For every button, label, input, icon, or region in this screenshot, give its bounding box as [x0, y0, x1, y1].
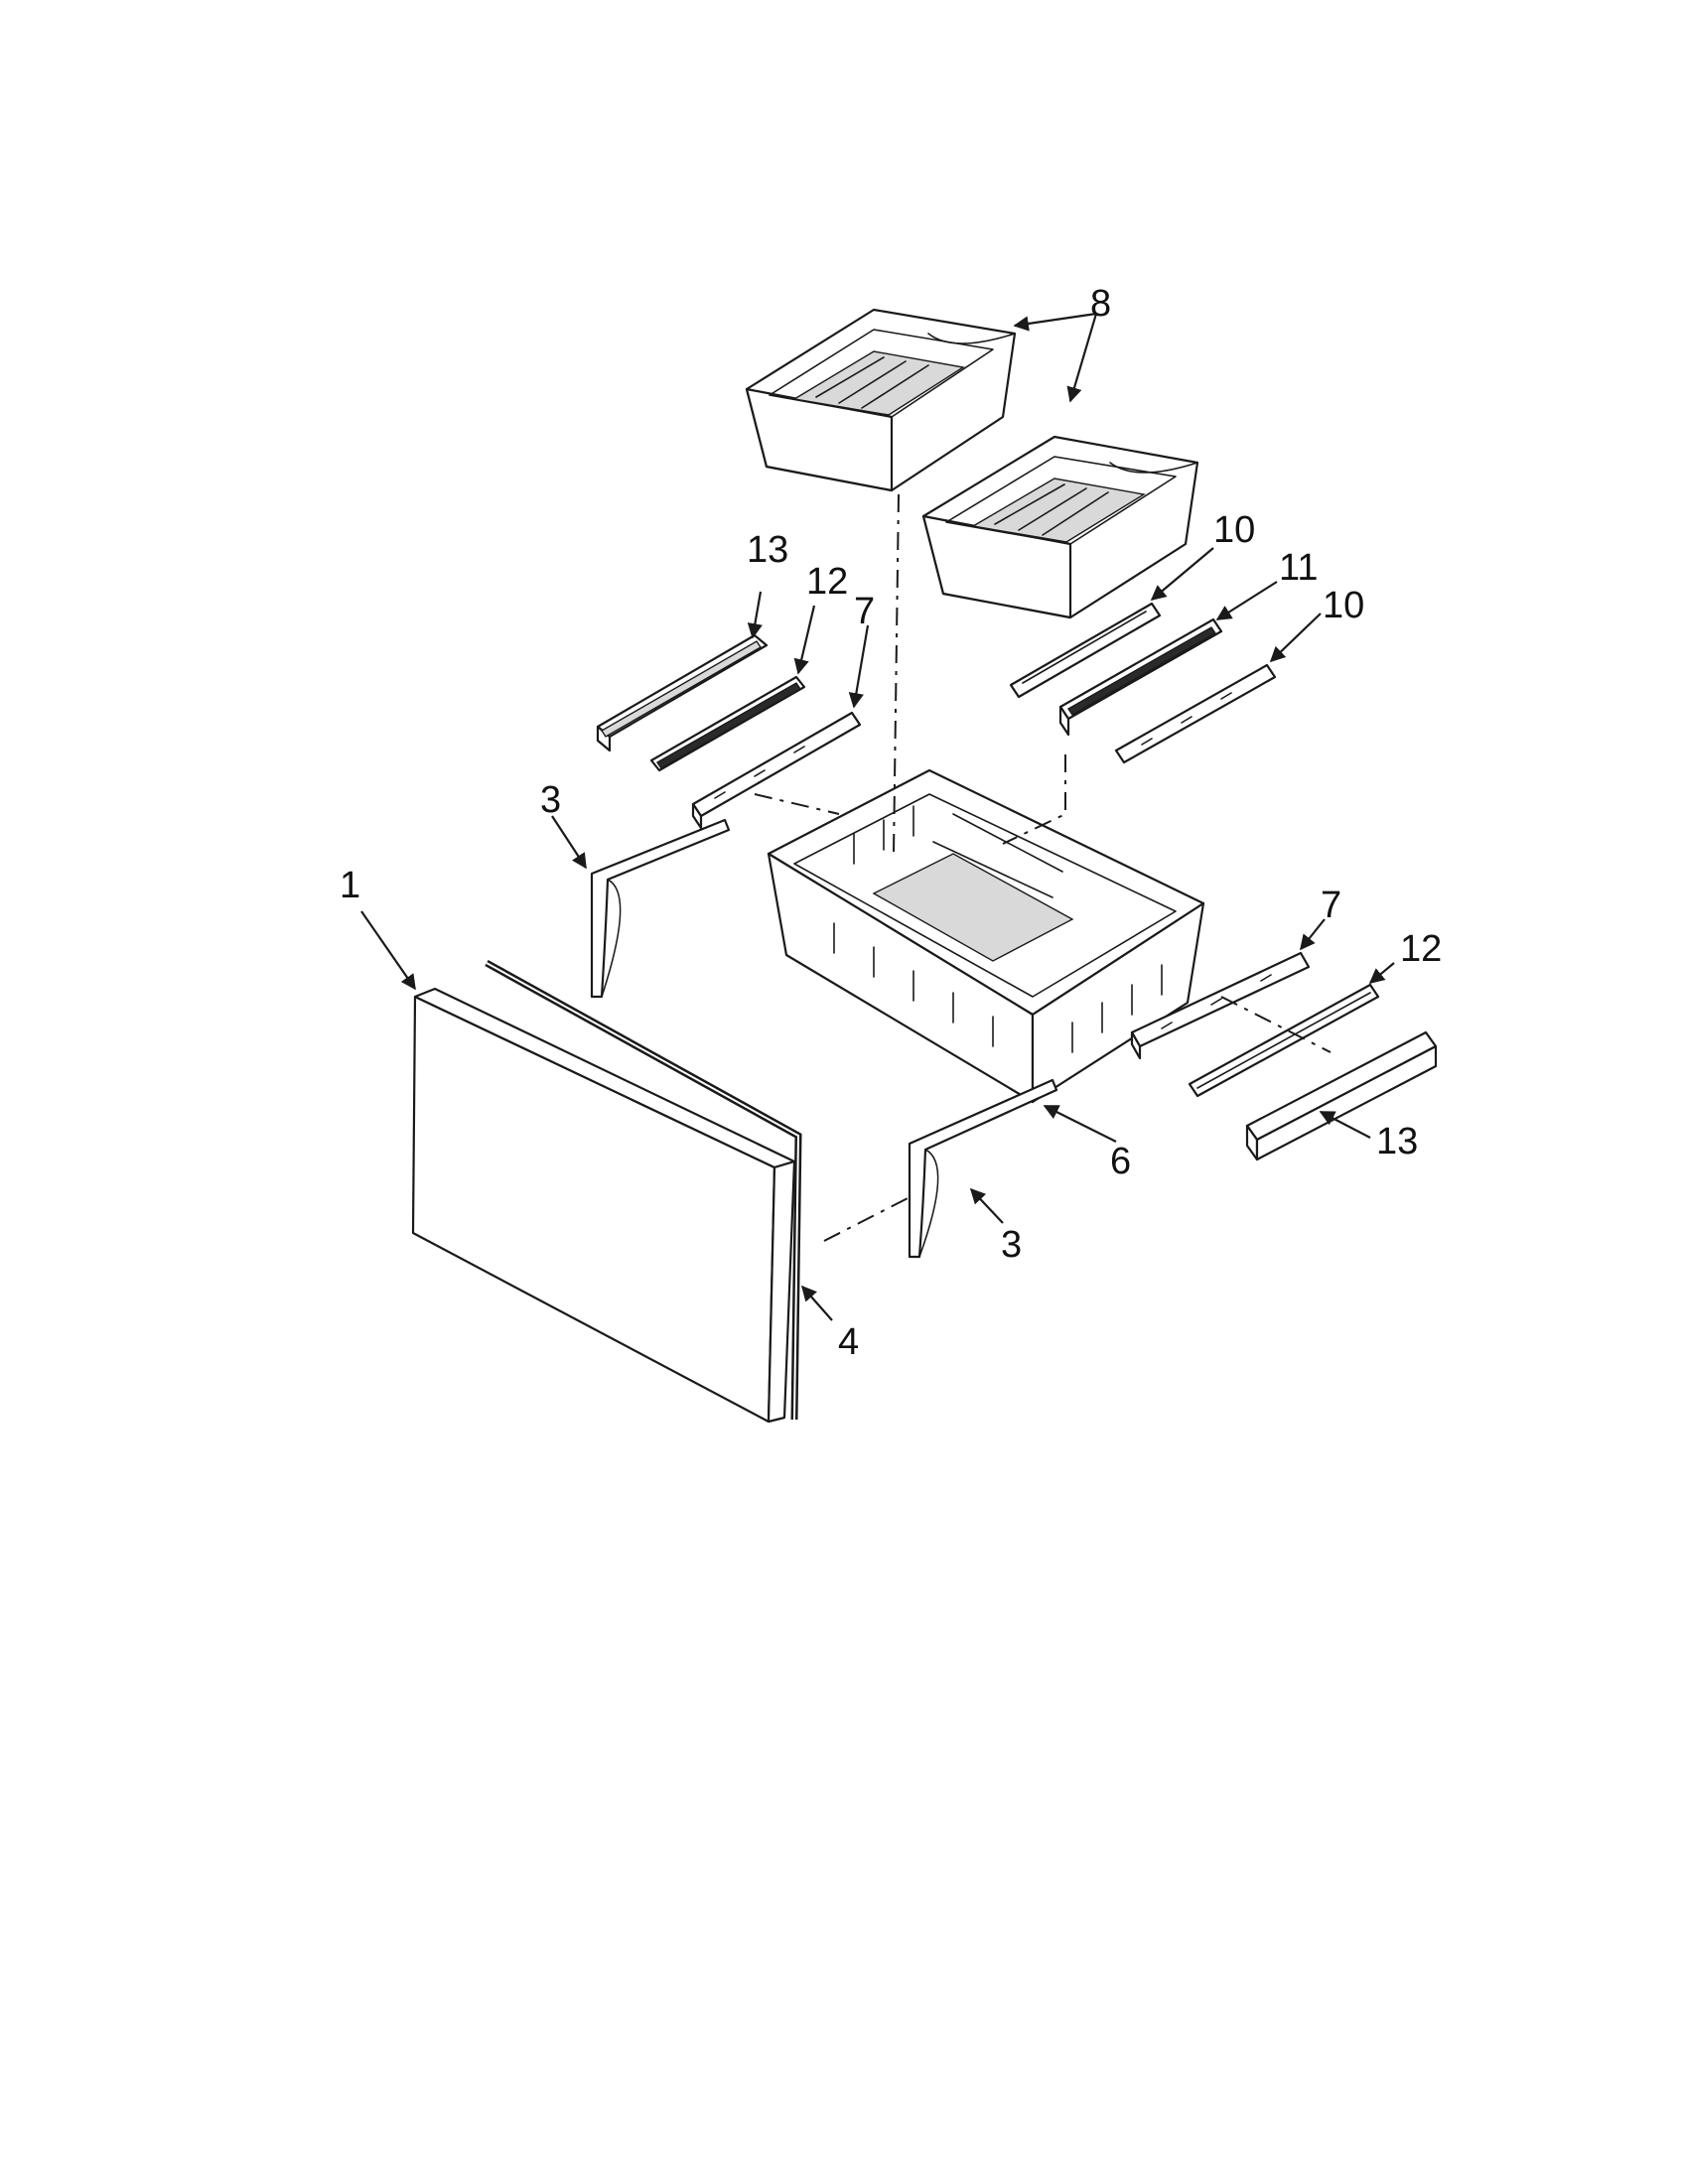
- callout-4: 4: [838, 1321, 859, 1363]
- gasket: [485, 959, 802, 1421]
- bracket-right: [908, 1078, 1058, 1259]
- callout-labels: 8 10 11 10 13 12 7 3 1 7 12 13 6 3 4: [340, 283, 1442, 1363]
- slide-left: [691, 711, 862, 830]
- callout-7-right: 7: [1321, 885, 1341, 926]
- cover-right: [1245, 1030, 1438, 1161]
- leader-lines: [360, 312, 1395, 1321]
- callout-3-right: 3: [1001, 1224, 1022, 1266]
- callout-13-right: 13: [1376, 1121, 1418, 1162]
- slide-right: [1130, 951, 1311, 1060]
- cover-left: [596, 633, 769, 752]
- assembly-lines: [754, 493, 1332, 1242]
- callout-12-left: 12: [806, 561, 848, 603]
- callout-1: 1: [340, 865, 360, 906]
- callout-7-left: 7: [854, 591, 875, 632]
- callout-8: 8: [1090, 283, 1111, 325]
- callout-11: 11: [1279, 547, 1318, 589]
- rail-right: [1188, 983, 1380, 1098]
- rail-center: [1058, 617, 1223, 737]
- basket: [767, 768, 1205, 1104]
- bracket-left: [590, 818, 731, 999]
- rail-right-upper: [1009, 602, 1162, 699]
- rail-left: [649, 675, 806, 772]
- callout-13-left: 13: [747, 529, 788, 571]
- rail-right-lower: [1114, 663, 1277, 764]
- callout-12-right: 12: [1400, 928, 1442, 970]
- callout-3-left: 3: [540, 779, 561, 821]
- door: [411, 987, 796, 1424]
- callout-6: 6: [1110, 1141, 1131, 1182]
- upper-bin-left: [745, 308, 1017, 492]
- upper-bin-right: [921, 435, 1199, 619]
- callout-10-lower: 10: [1323, 585, 1364, 626]
- callout-10-upper: 10: [1213, 509, 1255, 551]
